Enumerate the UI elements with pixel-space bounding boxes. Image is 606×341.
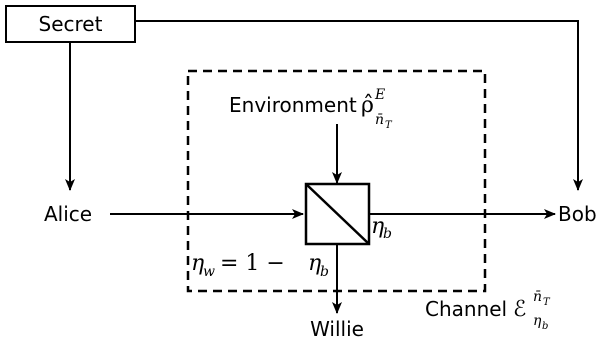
environment-state-subsub: T	[385, 120, 393, 131]
eta-w-equation: η w = 1 − η b	[191, 251, 329, 280]
environment-state-symbol: ρ̂	[361, 93, 374, 118]
eta-b-sub: b	[383, 226, 392, 242]
channel-map-subsub: b	[542, 321, 548, 332]
eta-w-rhs-sub: b	[320, 264, 329, 280]
channel-text: Channel	[425, 297, 507, 321]
eta-w-rhs-symbol: η	[308, 251, 321, 276]
environment-state-sub: n̄	[375, 112, 384, 128]
environment-label: Environment ρ̂ E n̄ T	[229, 87, 393, 131]
secret-node: Secret	[5, 5, 136, 43]
environment-state-sup: E	[374, 87, 385, 103]
beam-splitter-diagonal	[305, 183, 370, 245]
channel-map-sup: n̄	[533, 289, 542, 305]
eta-w-sub: w	[203, 264, 215, 280]
secret-to-bob-arrow	[135, 20, 583, 191]
beam-splitter	[304, 182, 371, 246]
channel-label: Channel ℰ n̄ T η b	[425, 289, 551, 332]
channel-map-supsub: T	[543, 297, 551, 308]
eta-b-symbol: η	[371, 214, 384, 239]
secret-label: Secret	[39, 12, 103, 36]
willie-label: Willie	[310, 317, 364, 341]
alice-label: Alice	[44, 202, 92, 226]
environment-text: Environment	[229, 93, 357, 117]
eta-w-middle: = 1 −	[213, 251, 292, 276]
bob-label: Bob	[558, 202, 597, 226]
eta-b-label: η b	[371, 214, 392, 242]
eta-w-symbol: η	[191, 251, 204, 276]
secret-box	[5, 5, 136, 43]
channel-map-sub: η	[533, 313, 542, 329]
channel-map-symbol: ℰ	[513, 297, 526, 322]
